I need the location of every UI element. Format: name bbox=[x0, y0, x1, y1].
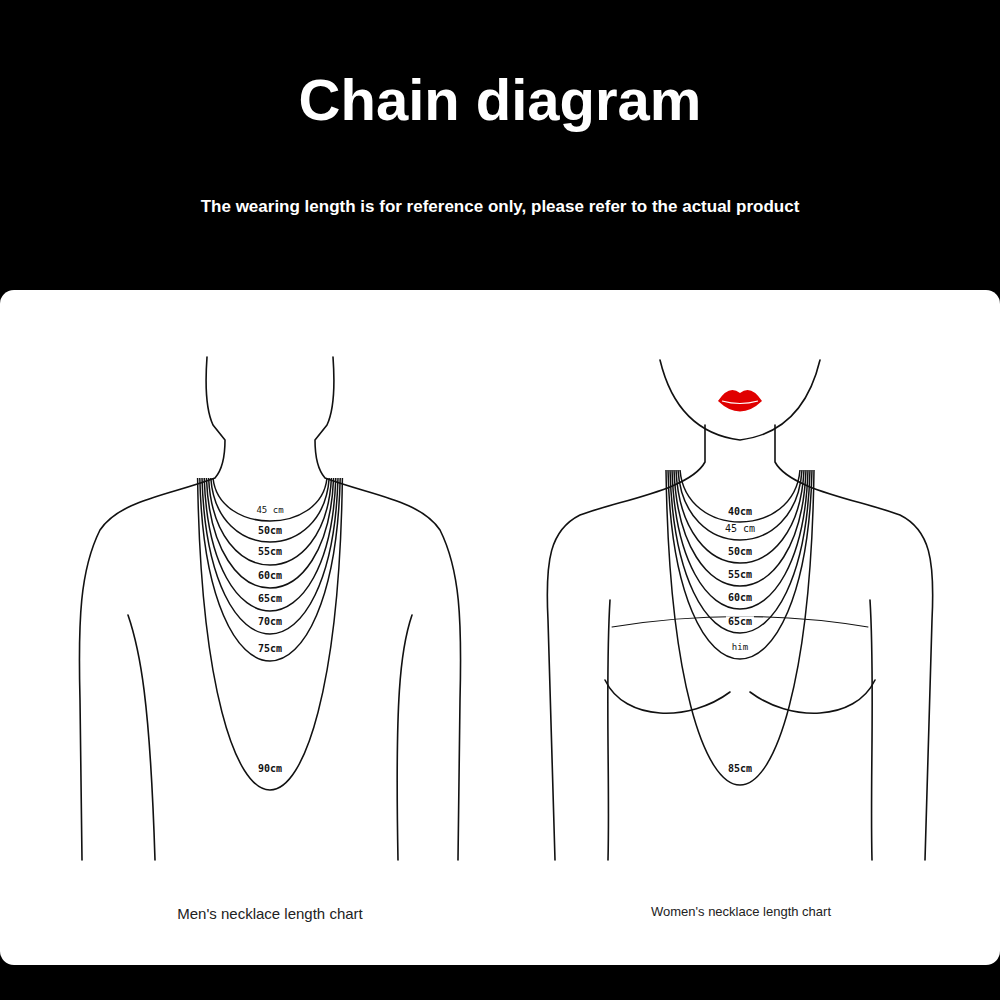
necklace-strand bbox=[211, 478, 329, 542]
length-label: 45 cm bbox=[254, 505, 285, 515]
woman-arm-line bbox=[870, 600, 872, 860]
necklace-strand bbox=[680, 470, 800, 522]
man-arm-line bbox=[128, 615, 155, 860]
length-label: 65cm bbox=[726, 616, 754, 628]
length-label: 85cm bbox=[726, 763, 754, 775]
necklaces bbox=[198, 470, 814, 790]
length-label: 60cm bbox=[726, 592, 754, 604]
length-label: 50cm bbox=[256, 525, 284, 537]
necklace-strand bbox=[676, 470, 804, 563]
length-label: 60cm bbox=[256, 570, 284, 582]
length-label: him bbox=[730, 642, 750, 652]
lips bbox=[718, 390, 762, 412]
man-outline bbox=[315, 357, 461, 860]
panel bbox=[0, 290, 1000, 965]
length-label: 55cm bbox=[256, 546, 284, 558]
length-label: 50cm bbox=[726, 546, 754, 558]
length-label: 40cm bbox=[726, 506, 754, 518]
necklace-strand bbox=[206, 478, 333, 588]
man-arm-line bbox=[397, 615, 412, 860]
necklace-strand bbox=[204, 478, 336, 611]
necklace-strand bbox=[674, 470, 806, 586]
title: Chain diagram bbox=[299, 67, 702, 134]
necklace-strand bbox=[200, 478, 340, 661]
woman-outline bbox=[660, 360, 820, 440]
necklace-strand bbox=[678, 470, 802, 540]
necklace-strand bbox=[209, 478, 332, 565]
lips-line bbox=[722, 401, 758, 404]
necklace-strand bbox=[213, 478, 327, 521]
bust-curve bbox=[750, 680, 875, 713]
note: The wearing length is for reference only… bbox=[201, 197, 800, 217]
length-label: 75cm bbox=[256, 643, 284, 655]
length-label: 65cm bbox=[256, 593, 284, 605]
length-label: 90cm bbox=[256, 763, 284, 775]
necklace-strand bbox=[666, 470, 814, 785]
woman-arm-line bbox=[608, 600, 610, 860]
bust-curve bbox=[605, 680, 730, 713]
bust-line bbox=[612, 617, 868, 628]
length-label: 55cm bbox=[726, 569, 754, 581]
necklace-strand bbox=[202, 478, 338, 634]
man-outline bbox=[79, 357, 225, 860]
necklace-strand bbox=[198, 478, 343, 790]
necklace-strand bbox=[668, 470, 812, 659]
length-label: 70cm bbox=[256, 616, 284, 628]
chart-caption: Men's necklace length chart bbox=[177, 905, 362, 922]
length-label: 45 cm bbox=[723, 523, 757, 535]
chart-caption: Women's necklace length chart bbox=[651, 905, 831, 920]
